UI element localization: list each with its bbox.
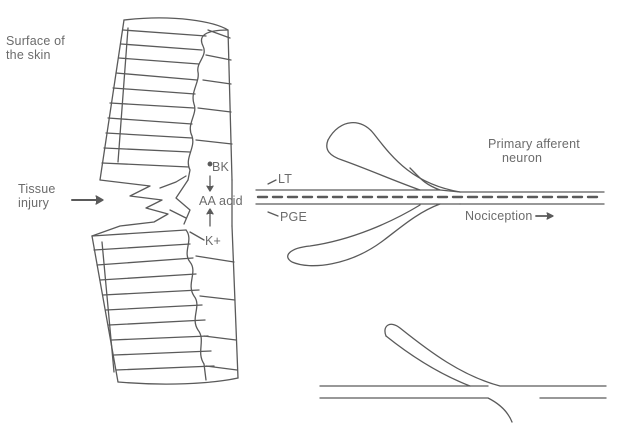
k-plus-label: K+ [205,234,221,248]
second-neuron-fiber [320,324,606,422]
lt-label: LT [278,172,292,186]
neuron-label-line1: Primary afferent [488,137,580,151]
surface-label-line1: Surface of [6,34,65,48]
aa-acid-label: AA acid [199,194,243,208]
skin-upper-layer [100,18,232,180]
surface-label-line2: the skin [6,48,65,62]
primary-afferent-neuron-label: Primary afferent neuron [488,137,580,165]
indicators [72,162,553,240]
nociception-label: Nociception [465,209,533,223]
tissue-injury-label: Tissue injury [18,182,56,210]
bk-label: BK [212,160,229,174]
neuron-label-line2: neuron [488,151,580,165]
surface-of-skin-label: Surface of the skin [6,34,65,62]
skin-lower-layer [92,226,238,384]
tissue-label-line1: Tissue [18,182,56,196]
pge-label: PGE [280,210,307,224]
tissue-label-line2: injury [18,196,56,210]
